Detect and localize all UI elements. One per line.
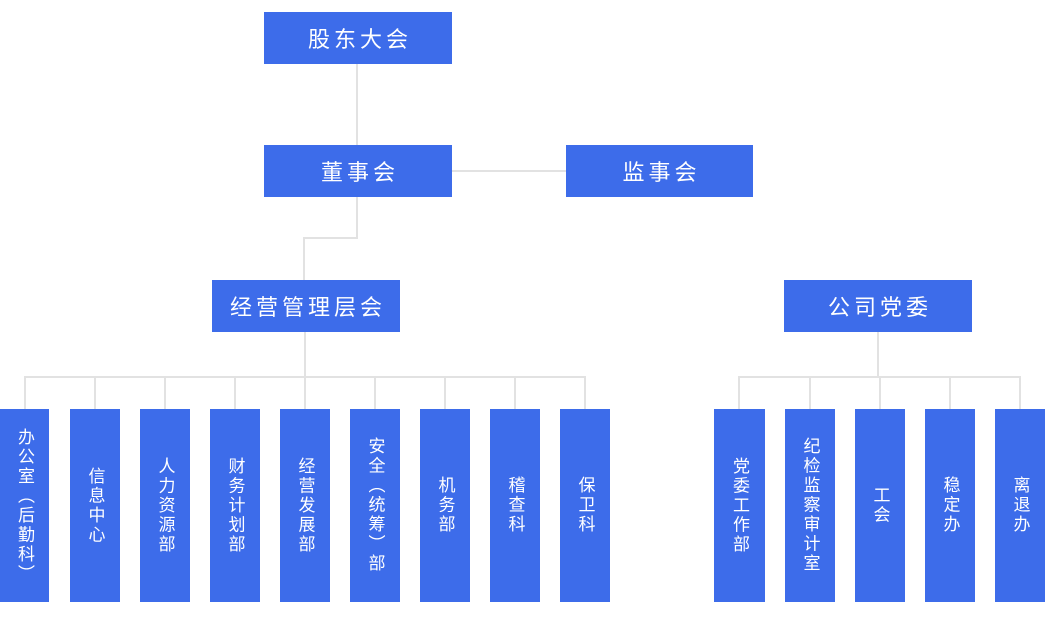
- connector-board-elbow-lower: [303, 237, 305, 280]
- node-dept-party-work: 党委工作部: [714, 409, 765, 602]
- node-board-of-directors: 董事会: [264, 145, 452, 197]
- node-supervisory-board: 监事会: [566, 145, 753, 197]
- node-dept-business-development: 经营发展部: [280, 409, 330, 602]
- node-dept-retiree-office: 离退办: [995, 409, 1045, 602]
- connector-management-stem: [304, 332, 306, 378]
- node-dept-stability-office: 稳定办: [925, 409, 975, 602]
- connector-drop: [1019, 376, 1021, 409]
- connector-party-stem: [877, 332, 879, 378]
- connector-drop: [94, 376, 96, 409]
- connector-drop: [514, 376, 516, 409]
- node-dept-finance-planning: 财务计划部: [210, 409, 260, 602]
- connector-drop: [304, 376, 306, 409]
- node-dept-general-office: 办公室（后勤科）: [0, 409, 49, 602]
- node-dept-security-section: 保卫科: [560, 409, 610, 602]
- node-party-committee: 公司党委: [784, 280, 972, 332]
- connector-board-elbow-horizontal: [303, 237, 358, 239]
- node-dept-discipline-audit: 纪检监察审计室: [785, 409, 835, 602]
- connector-drop: [809, 376, 811, 409]
- node-dept-human-resources: 人力资源部: [140, 409, 190, 602]
- connector-board-elbow-upper: [356, 197, 358, 239]
- node-dept-aircraft-maintenance: 机务部: [420, 409, 470, 602]
- connector-drop: [374, 376, 376, 409]
- node-shareholders-meeting: 股东大会: [264, 12, 452, 64]
- connector-drop: [738, 376, 740, 409]
- node-dept-safety-coordination: 安全（统筹）部: [350, 409, 400, 602]
- connector-shareholders-to-board: [356, 64, 358, 145]
- connector-drop: [444, 376, 446, 409]
- node-dept-information-center: 信息中心: [70, 409, 120, 602]
- connector-drop: [879, 376, 881, 409]
- node-management-committee: 经营管理层会: [212, 280, 400, 332]
- connector-board-to-supervisory: [452, 170, 566, 172]
- connector-drop: [24, 376, 26, 409]
- connector-drop: [164, 376, 166, 409]
- connector-drop: [584, 376, 586, 409]
- connector-drop: [234, 376, 236, 409]
- node-dept-inspection-section: 稽查科: [490, 409, 540, 602]
- node-dept-labor-union: 工会: [855, 409, 905, 602]
- connector-drop: [949, 376, 951, 409]
